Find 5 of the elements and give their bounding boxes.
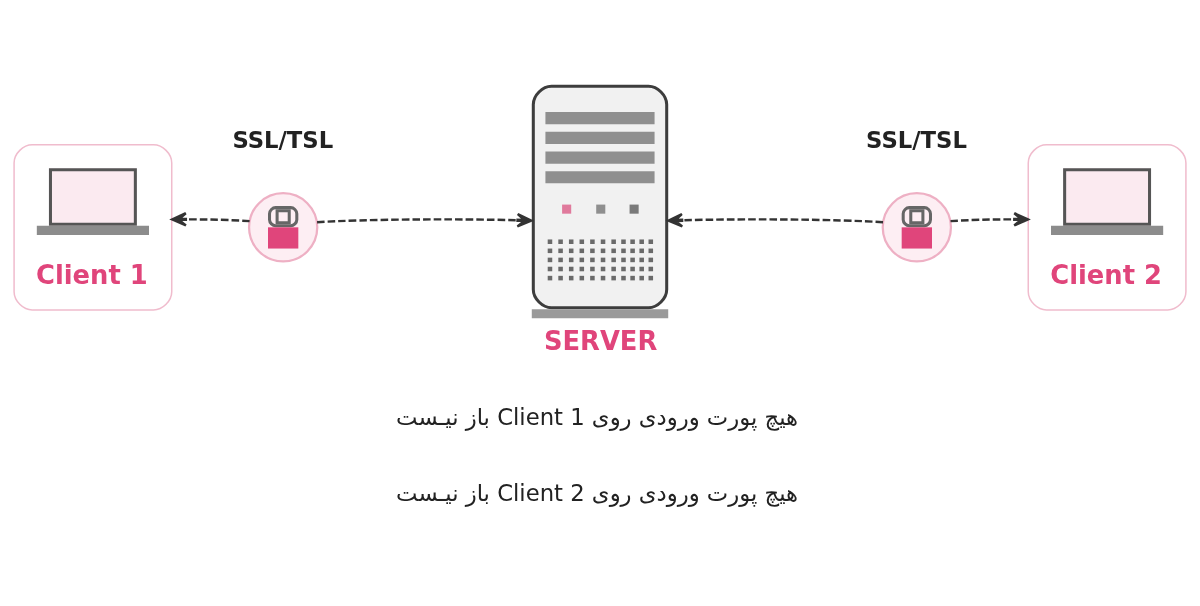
label: هیچ پورت ورودی روی Client 2 باز نیـست xyxy=(396,479,798,506)
node-label: SERVER xyxy=(543,325,658,356)
node-label: SSL/TSL xyxy=(232,126,334,153)
label: هیچ پورت ورودی روی Client 1 باز نیـست xyxy=(396,403,798,430)
node-label: SSL/TSL xyxy=(866,126,967,153)
